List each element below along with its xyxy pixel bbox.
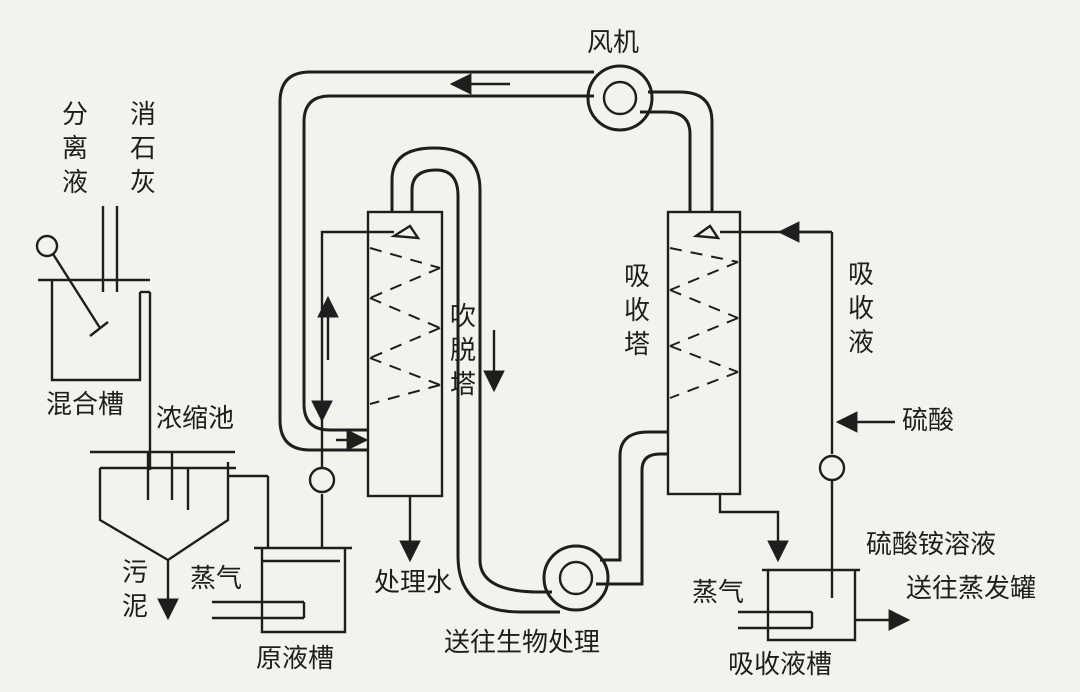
label-to-evaporator: 送往蒸发罐 [906,574,1037,604]
label-sulfuric-acid: 硫酸 [902,406,955,436]
label-steam-left: 蒸气 [190,564,243,594]
label-treated-water: 处理水 [374,568,453,598]
absorbent-pump-icon [818,454,846,482]
liquid-feed-line [311,230,394,423]
absorption-liquid-tank [738,568,911,642]
feed-pump-icon [308,466,336,494]
raw-liquid-tank [212,494,352,634]
label-slaked-lime: 消石灰 [129,100,156,198]
label-steam-right: 蒸气 [692,578,745,608]
label-mixing-tank: 混合槽 [46,390,125,420]
stripping-tower [366,210,444,498]
label-raw-liquid-tank: 原液槽 [256,644,335,674]
sprayer-icon [390,224,421,240]
label-fan: 风机 [587,28,640,58]
label-sludge: 污泥 [121,558,148,622]
feed-pipes [101,206,119,292]
agitator-shaft [51,253,102,329]
label-stripping-tower: 吹脱塔 [449,302,476,400]
label-absorption-liquid-tank: 吸收液槽 [728,650,833,680]
agitator-knob-icon [35,234,59,258]
label-absorbent: 吸收液 [847,260,874,358]
label-thickener: 浓缩池 [156,404,235,434]
fan-bottom-icon [542,544,610,612]
fan-top-icon [586,64,654,132]
label-to-biological: 送往生物处理 [444,628,601,658]
label-absorption-tower: 吸收塔 [623,262,650,360]
sprayer-icon [692,224,721,240]
label-ammonium-sulfate: 硫酸铵溶液 [866,530,997,560]
thickener [90,450,270,621]
absorption-tower [666,210,742,496]
absorber-outlet-line [718,494,789,563]
air-loop-duct [278,70,714,614]
label-separation-liquid: 分离液 [61,100,88,198]
mixing-tank [35,234,150,382]
